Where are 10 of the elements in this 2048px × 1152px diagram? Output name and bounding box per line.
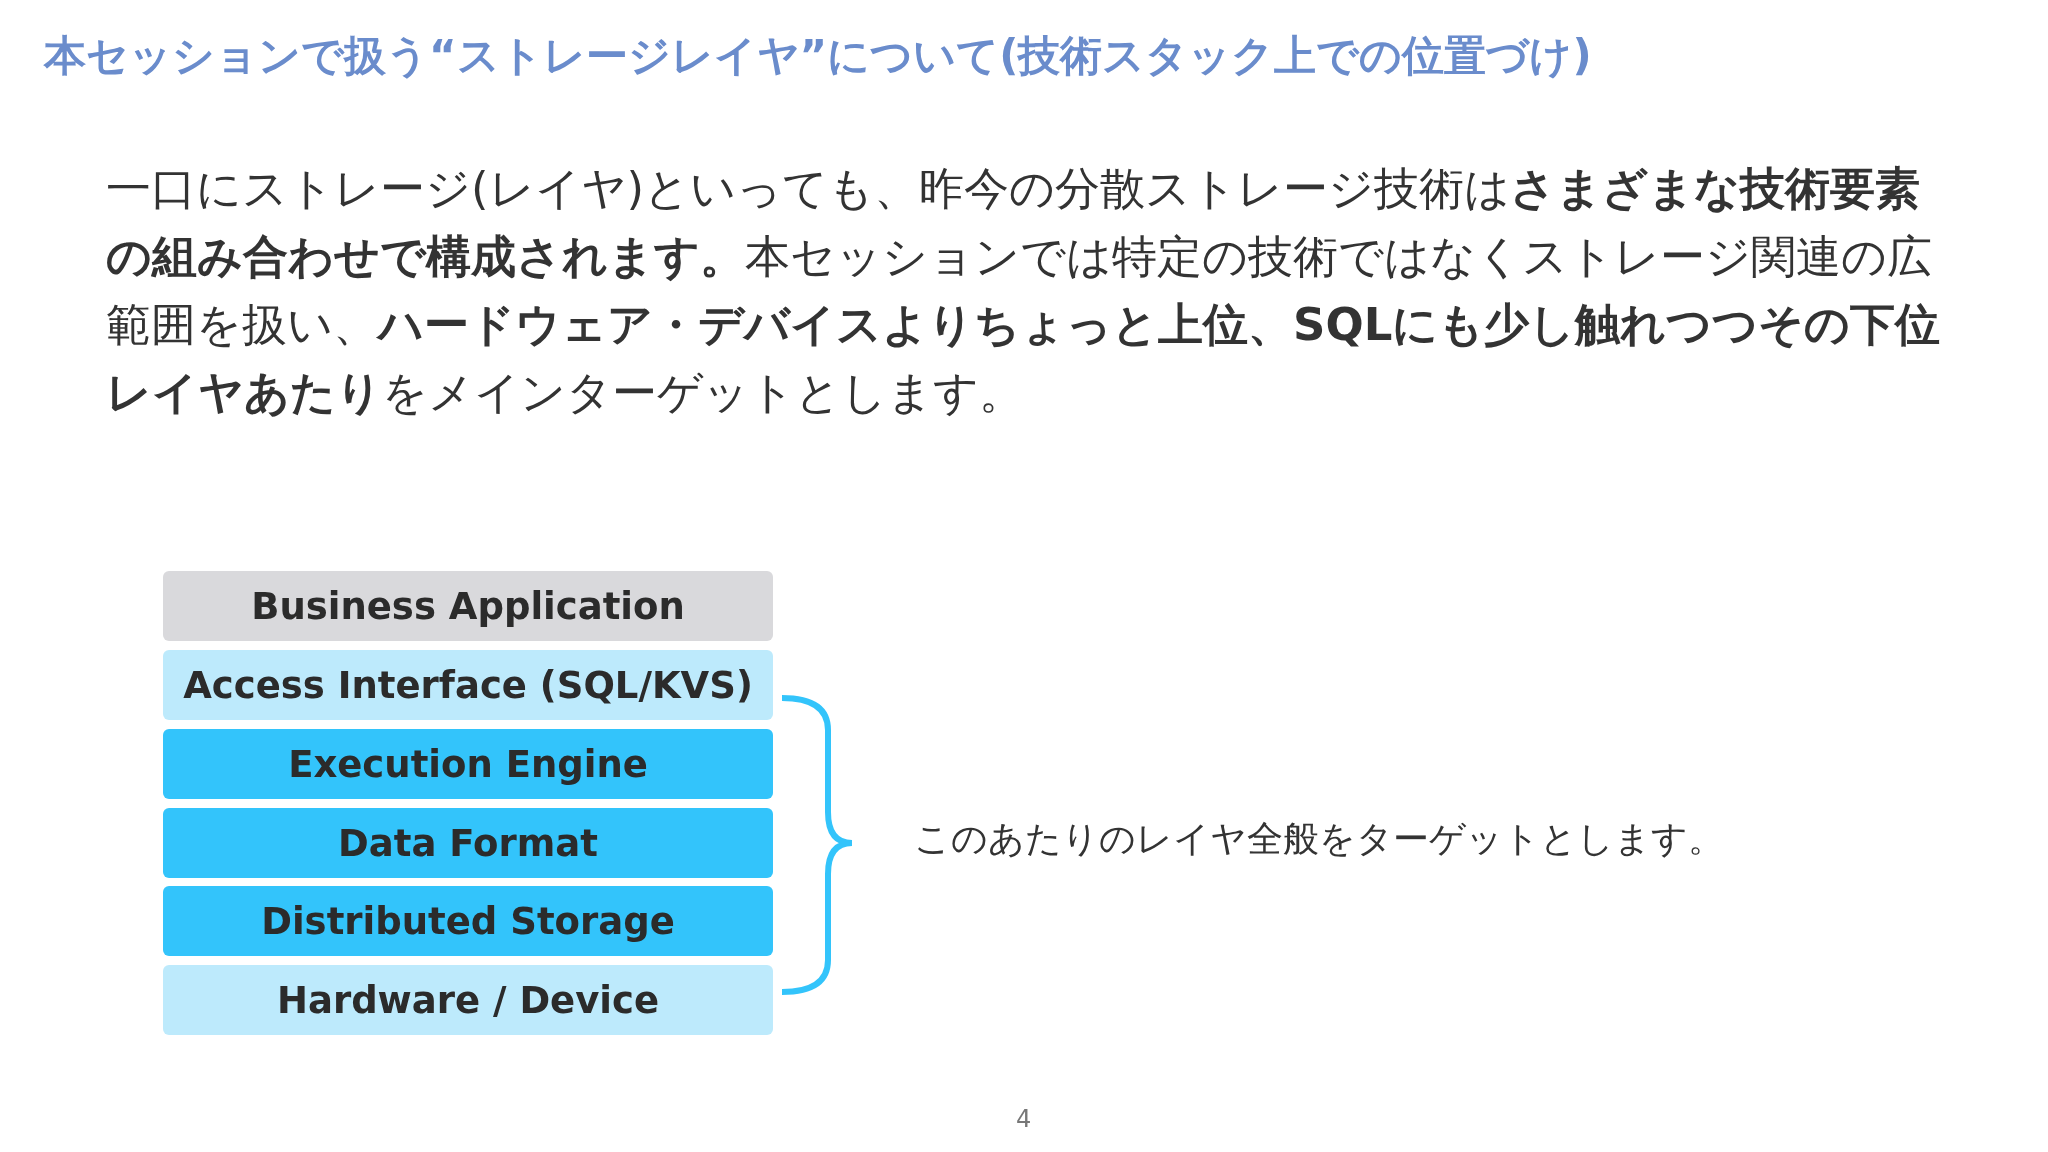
layer-box: Hardware / Device — [163, 965, 773, 1035]
layer-box: Access Interface (SQL/KVS) — [163, 650, 773, 720]
intro-paragraph: 一口にストレージ(レイヤ)といっても、昨今の分散ストレージ技術はさまざまな技術要素の組み合わせで構成されます。本セッションでは特定の技術ではなくストレージ関連の広範囲を扱い、ハードウェア・デバイスよりちょっと上位、SQLにも少し触れつつその下位レイヤあたりをメインターゲットとします。 — [106, 161, 1942, 421]
slide-title: 本セッションで扱う“ストレージレイヤ”について(技術スタック上での位置づけ) — [44, 30, 1592, 82]
layer-box: Business Application — [163, 571, 773, 641]
page-number: 4 — [1016, 1105, 1032, 1133]
bracket-note: このあたりのレイヤ全般をターゲットとします。 — [914, 817, 1724, 861]
layer-box: Execution Engine — [163, 729, 773, 799]
layer-box: Distributed Storage — [163, 886, 773, 956]
layer-box: Data Format — [163, 808, 773, 878]
